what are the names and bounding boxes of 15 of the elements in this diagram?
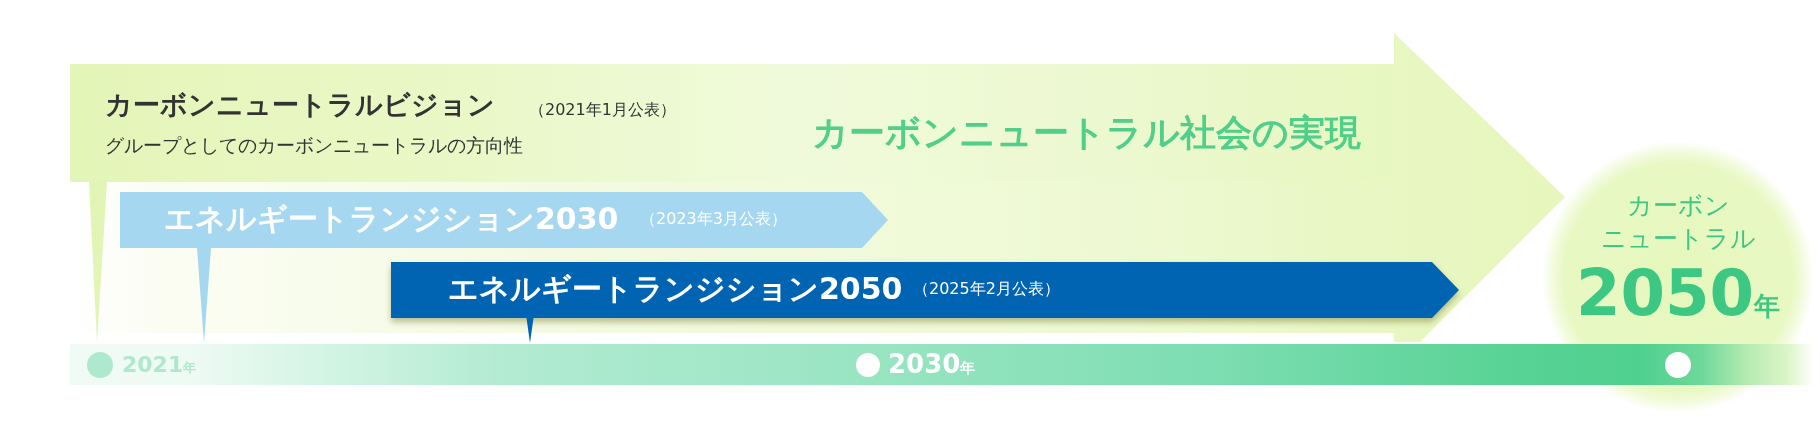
arrow-title: エネルギートランジション2050 xyxy=(448,271,903,307)
vision-title: カーボンニュートラルビジョン xyxy=(105,89,495,122)
publish-date: （2023年3月公表） xyxy=(640,209,787,229)
timeline-banner xyxy=(120,192,888,248)
year-label: 2021年 xyxy=(122,351,197,379)
goal-year: 2050年 xyxy=(1575,261,1781,325)
goal-text: カーボンニュートラル社会の実現 xyxy=(812,111,1361,155)
publish-date: （2025年2月公表） xyxy=(913,279,1060,299)
arrow-title: エネルギートランジション2030 xyxy=(164,201,619,237)
vision-description: グループとしてのカーボンニュートラルの方向性 xyxy=(105,134,523,157)
publish-date: （2021年1月公表） xyxy=(529,100,676,120)
year-label: 2030年 xyxy=(888,348,976,381)
timeline-bar xyxy=(70,344,1542,385)
goal-label: カーボンニュートラル xyxy=(1600,190,1756,255)
timeline-banner xyxy=(391,262,1459,318)
